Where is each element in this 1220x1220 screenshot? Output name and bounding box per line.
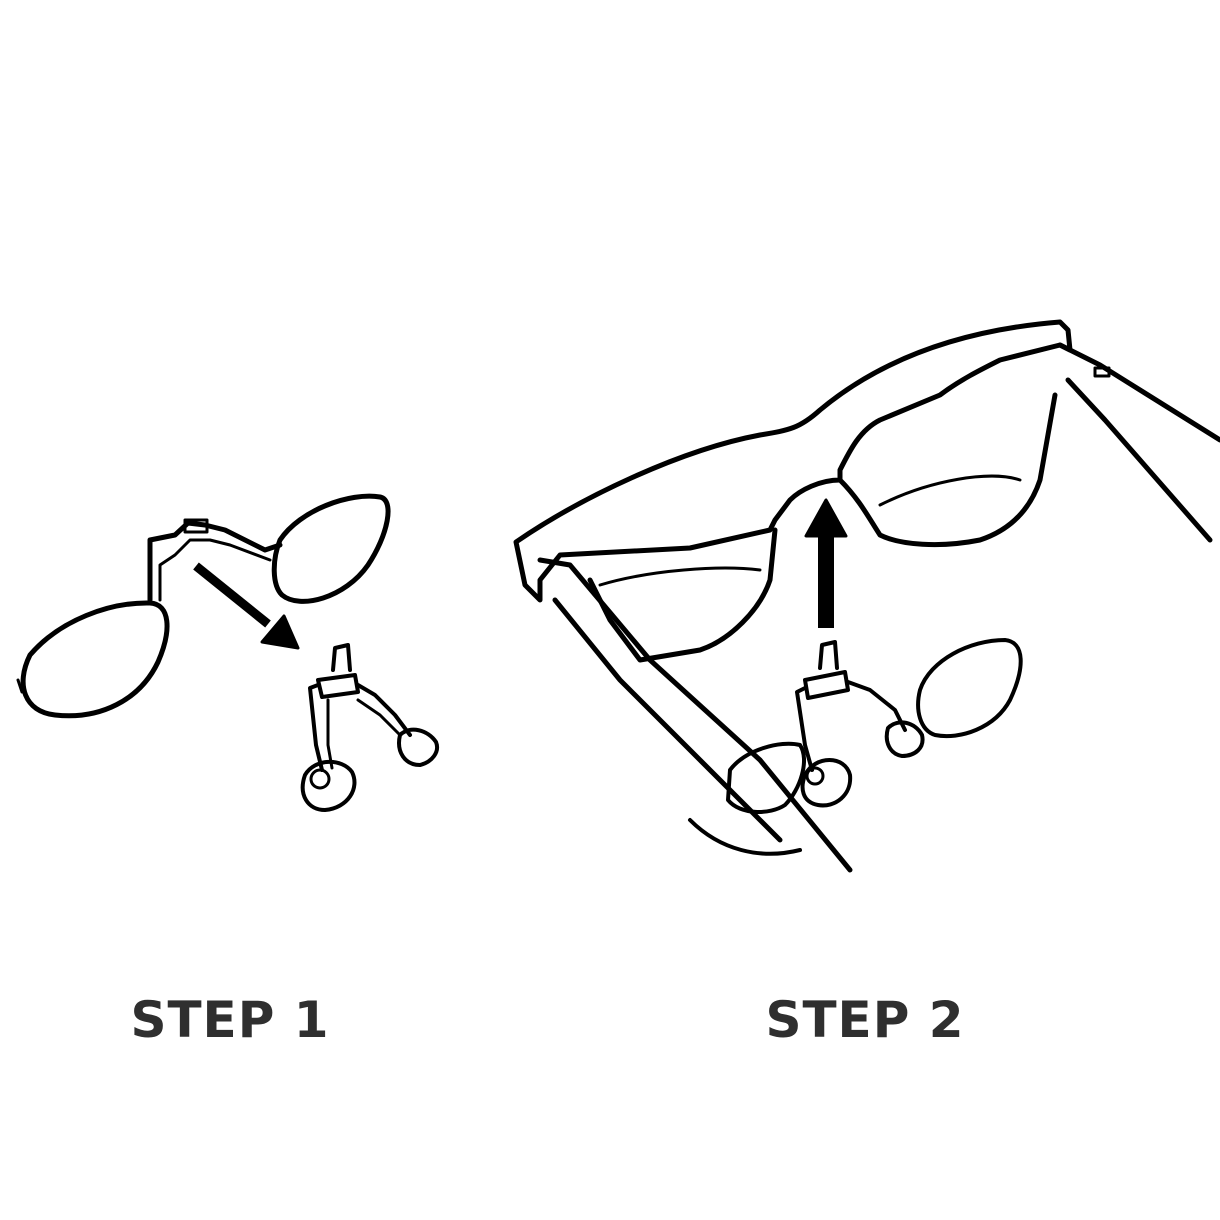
frame-bridge-inner (158, 538, 272, 602)
left-lens-rim (20, 600, 170, 719)
glasses-right-lens-housing (837, 392, 1058, 548)
glasses-left-lens-curve (598, 566, 762, 587)
step2-nose-clip (818, 640, 839, 670)
nose-pad-arm-right (356, 683, 412, 737)
right-temple-latch (1093, 366, 1111, 378)
glasses-right-lens-curve (878, 474, 1022, 507)
nose-pad-piece (300, 643, 439, 812)
nose-pad-arm-left-inner (326, 698, 334, 770)
step2-left-cushion (800, 758, 853, 808)
ar-glasses-body (513, 319, 1220, 873)
step2-illustration (513, 319, 1220, 873)
temple-nub (16, 678, 24, 694)
glasses-left-lens-housing (587, 527, 778, 663)
bridge-clip (183, 518, 209, 534)
nose-pad-right-cushion (397, 727, 439, 767)
nose-pad-left-cushion-ring (309, 768, 331, 790)
glasses-cable (688, 818, 802, 856)
lens-insert-frame (16, 493, 391, 719)
step2-lens-left (726, 741, 806, 814)
step2-right-cushion (884, 720, 925, 758)
nose-pad-left-cushion (300, 759, 357, 812)
step2-nose-bracket (803, 670, 850, 700)
glasses-top-shell (513, 319, 1073, 603)
up-arrow-icon (804, 498, 848, 628)
step2-lens-insert (726, 638, 1023, 814)
glasses-right-temple (1057, 342, 1220, 543)
nose-pad-arm-right-inner (356, 698, 402, 737)
nose-pad-arm-left (308, 683, 324, 772)
step2-nose-arm-right (846, 680, 907, 732)
right-lens-rim (271, 493, 391, 604)
nose-pad-clip (331, 643, 352, 672)
step-1-label: STEP 1 (130, 991, 330, 1049)
down-right-arrow-icon (193, 562, 300, 650)
nose-pad-bracket (316, 673, 360, 699)
step1-illustration (16, 493, 439, 812)
step2-nose-arm-left (795, 686, 814, 772)
step-2-label: STEP 2 (765, 991, 965, 1049)
step2-lens-right (916, 638, 1023, 738)
frame-bridge (147, 520, 283, 603)
step2-left-cushion-ring (805, 766, 825, 786)
